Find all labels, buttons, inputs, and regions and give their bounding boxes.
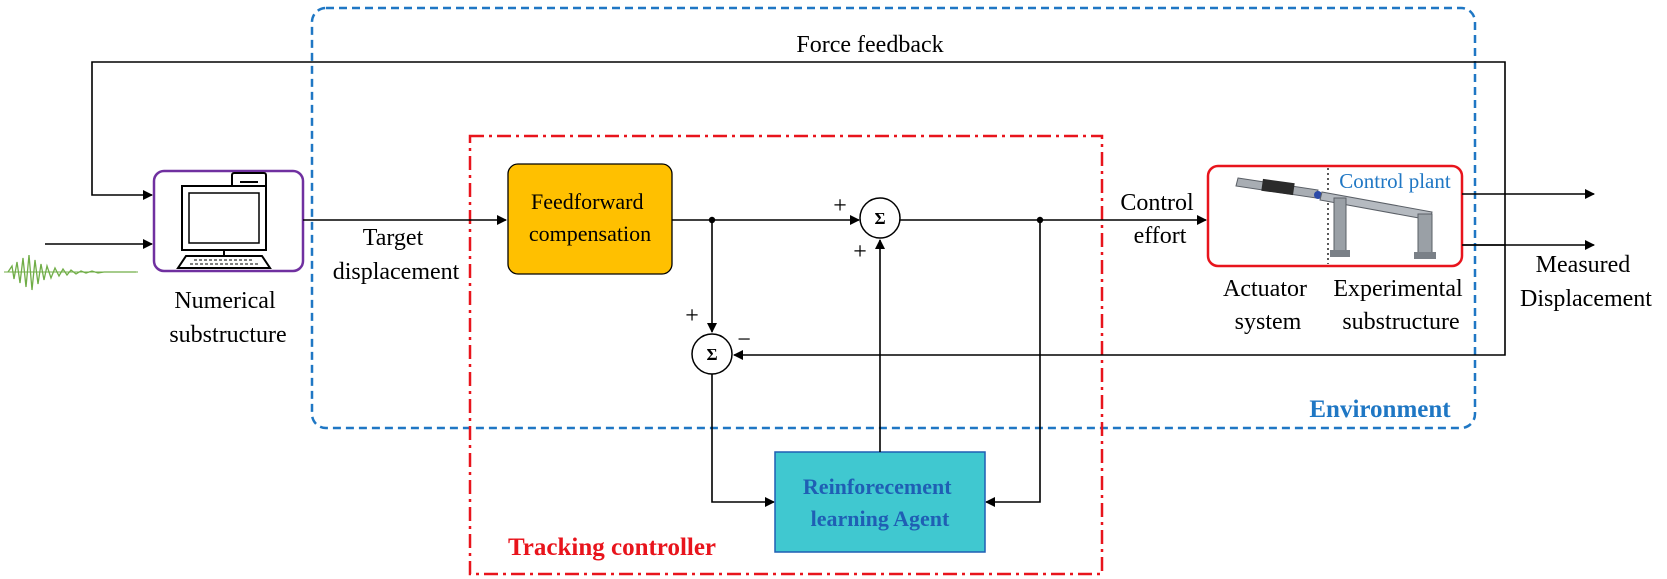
force-feedback-label: Force feedback bbox=[796, 32, 943, 58]
tracking-controller-title: Tracking controller bbox=[508, 534, 716, 561]
environment-region bbox=[310, 6, 1477, 430]
upper-sum-plus-1: + bbox=[833, 193, 847, 219]
seismic-wave-icon bbox=[4, 254, 138, 291]
computer-icon bbox=[176, 172, 272, 269]
feedforward-label: Feedforward compensation bbox=[529, 189, 651, 246]
numerical-substructure-label: Numerical substructure bbox=[169, 288, 286, 348]
control-plant-label: Control plant bbox=[1339, 169, 1451, 193]
environment-title: Environment bbox=[1309, 396, 1451, 423]
upper-sum-symbol: Σ bbox=[874, 209, 885, 228]
rl-agent-label: Reinforecement learning Agent bbox=[803, 474, 957, 531]
control-effort-label: Control effort bbox=[1120, 190, 1199, 249]
rl-agent-block bbox=[774, 451, 986, 553]
target-displacement-label: Target displacement bbox=[333, 225, 460, 285]
force-feedback-line bbox=[91, 61, 1506, 245]
upper-sum-plus-2: + bbox=[853, 239, 867, 265]
actuator-machine-icon bbox=[1235, 177, 1436, 259]
experimental-substructure-label: Experimental substructure bbox=[1333, 276, 1468, 335]
feedforward-compensation-block bbox=[507, 163, 673, 275]
lower-sum-symbol: Σ bbox=[706, 345, 717, 364]
upper-sum-junction bbox=[859, 197, 901, 239]
lower-sum-minus: − bbox=[737, 327, 751, 353]
branch-to-agent bbox=[985, 220, 1041, 507]
lower-sum-plus: + bbox=[685, 303, 699, 329]
actuator-system-label: Actuator system bbox=[1223, 276, 1313, 335]
measured-displacement-label: Measured Displacement bbox=[1520, 252, 1652, 312]
lower-sum-to-agent bbox=[711, 374, 775, 507]
